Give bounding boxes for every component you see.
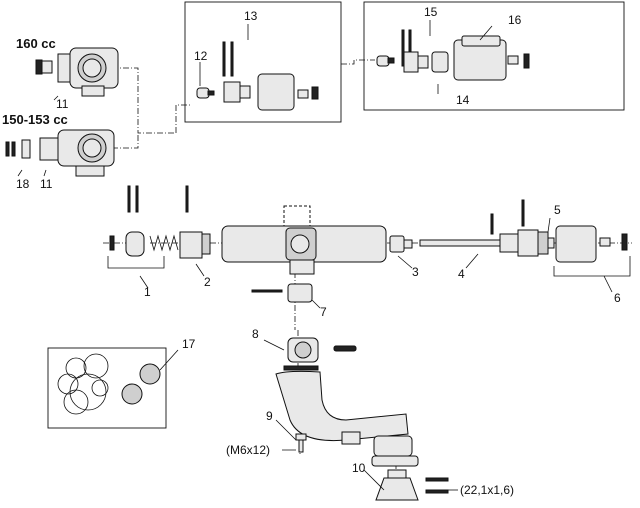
part-1-cap [109, 185, 145, 257]
callout-10: 10 [352, 461, 366, 475]
callout-16: 16 [508, 13, 522, 27]
group-14-parts [376, 29, 530, 81]
callout-18: 17 [182, 337, 196, 351]
heading-160: 160 cc [16, 36, 56, 51]
callout-1: 1 [144, 285, 151, 299]
connector-13 [175, 104, 190, 133]
group-box-14 [363, 1, 625, 111]
spout [275, 370, 413, 457]
part-8-diverter [283, 337, 357, 371]
dimension-ring: (22,1x1,6) [460, 483, 514, 497]
callout-5: 5 [554, 203, 561, 217]
callout-9: 9 [266, 409, 273, 423]
callout-11b: 11 [40, 177, 53, 191]
callout-6: 6 [614, 291, 621, 305]
heading-150-153: 150-153 cc [2, 112, 68, 127]
callout-3: 3 [412, 265, 419, 279]
connector-160 [112, 67, 176, 134]
connector-14 [341, 59, 375, 65]
valve-body-150-153 [5, 129, 115, 177]
part-5-head [490, 199, 555, 257]
mixer-body [221, 205, 387, 275]
callout-2: 2 [204, 275, 211, 289]
connector-150 [112, 133, 139, 149]
dimension-screw: (M6x12) [226, 443, 270, 457]
callout-4: 4 [458, 267, 465, 281]
part-9-screw [295, 433, 307, 453]
group-13-parts [196, 41, 319, 111]
part-18-seal-kit [57, 353, 161, 415]
callout-15: 15 [424, 5, 438, 19]
leader-lines [17, 20, 631, 491]
group-box-13 [184, 1, 342, 123]
callout-13: 13 [244, 9, 258, 23]
part-7-adapter [251, 283, 313, 303]
callout-12: 12 [194, 49, 208, 63]
valve-body-160 [35, 47, 119, 97]
part-4-rod [419, 239, 501, 247]
part-2-cartridge [149, 185, 211, 259]
group-box-18 [47, 347, 167, 429]
callout-8: 8 [252, 327, 259, 341]
callout-7: 7 [320, 305, 327, 319]
part-10-aerator [371, 455, 449, 501]
part-3-nipple [389, 235, 413, 253]
part-6-handle [555, 225, 628, 263]
callout-17: 18 [16, 177, 30, 191]
callout-11a: 11 [56, 97, 69, 111]
callout-14: 14 [456, 93, 470, 107]
